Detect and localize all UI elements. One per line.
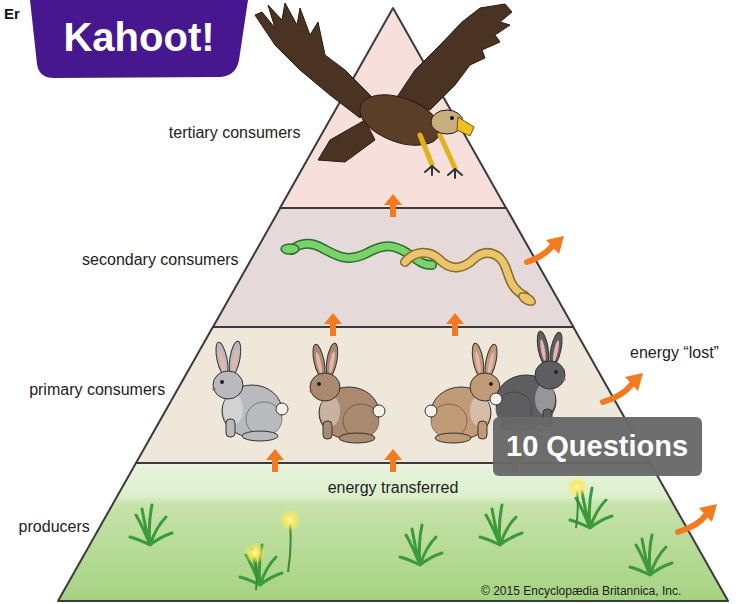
- grass: [400, 525, 442, 565]
- overlay-badge: 10 Questions: [493, 417, 702, 476]
- energy-arrow: [446, 313, 464, 336]
- snakes: [281, 244, 299, 254]
- eagle: [255, 3, 512, 178]
- rabbits: [212, 330, 565, 443]
- pyramid-level: secondary consumers: [213, 208, 573, 327]
- grass: [566, 476, 588, 498]
- grass: [279, 509, 301, 531]
- energy-arrow: [324, 313, 342, 336]
- eagle: [255, 3, 375, 118]
- snakes: [405, 253, 525, 296]
- energy-arrow: [506, 449, 524, 472]
- energy-loss-arrows: [699, 504, 717, 522]
- level-label: primary consumers: [29, 380, 165, 399]
- band-fill: [213, 208, 573, 327]
- grass: [244, 542, 266, 564]
- eagle: [425, 166, 462, 178]
- rabbits: [490, 330, 566, 431]
- energy-arrow: [384, 194, 402, 217]
- level-label: tertiary consumers: [169, 123, 301, 142]
- energy-loss-arrows: [678, 515, 706, 532]
- copyright-note: © 2015 Encyclopædia Britannica, Inc.: [481, 584, 681, 598]
- energy-loss-arrows: [603, 384, 632, 402]
- eagle: [318, 120, 375, 162]
- band-fill: [58, 463, 728, 601]
- badge-fill: [30, 0, 248, 78]
- badge-text: 10 Questions: [506, 429, 688, 464]
- band-outline: [213, 208, 573, 327]
- logo-badge: Kahoot!: [30, 0, 248, 78]
- rabbits: [212, 340, 288, 441]
- title-fragment: Er: [4, 5, 20, 23]
- eagle: [457, 117, 474, 136]
- level-label: secondary consumers: [82, 250, 239, 269]
- loss-label: energy “lost”: [630, 343, 719, 362]
- grass: [630, 535, 672, 575]
- rabbits: [309, 342, 385, 443]
- level-label: producers: [19, 517, 90, 536]
- eagle: [450, 116, 454, 120]
- energy-loss-arrows: [527, 245, 553, 262]
- grass: [255, 490, 578, 590]
- grass: [130, 476, 672, 590]
- energy-loss-arrows: [546, 236, 564, 254]
- eagle: [420, 135, 455, 168]
- energy-arrow: [384, 449, 402, 472]
- snakes: [405, 253, 525, 296]
- eagle: [395, 4, 512, 110]
- energy-loss-arrows: [527, 236, 717, 532]
- flow-label: energy transferred: [328, 478, 459, 497]
- logo-text: Kahoot!: [63, 13, 214, 61]
- grass: [480, 505, 522, 545]
- rabbits: [425, 342, 501, 443]
- energy-arrow: [266, 449, 284, 472]
- snakes: [517, 290, 538, 308]
- energy-loss-arrows: [625, 373, 643, 391]
- grass: [130, 505, 172, 545]
- snakes: [281, 244, 537, 308]
